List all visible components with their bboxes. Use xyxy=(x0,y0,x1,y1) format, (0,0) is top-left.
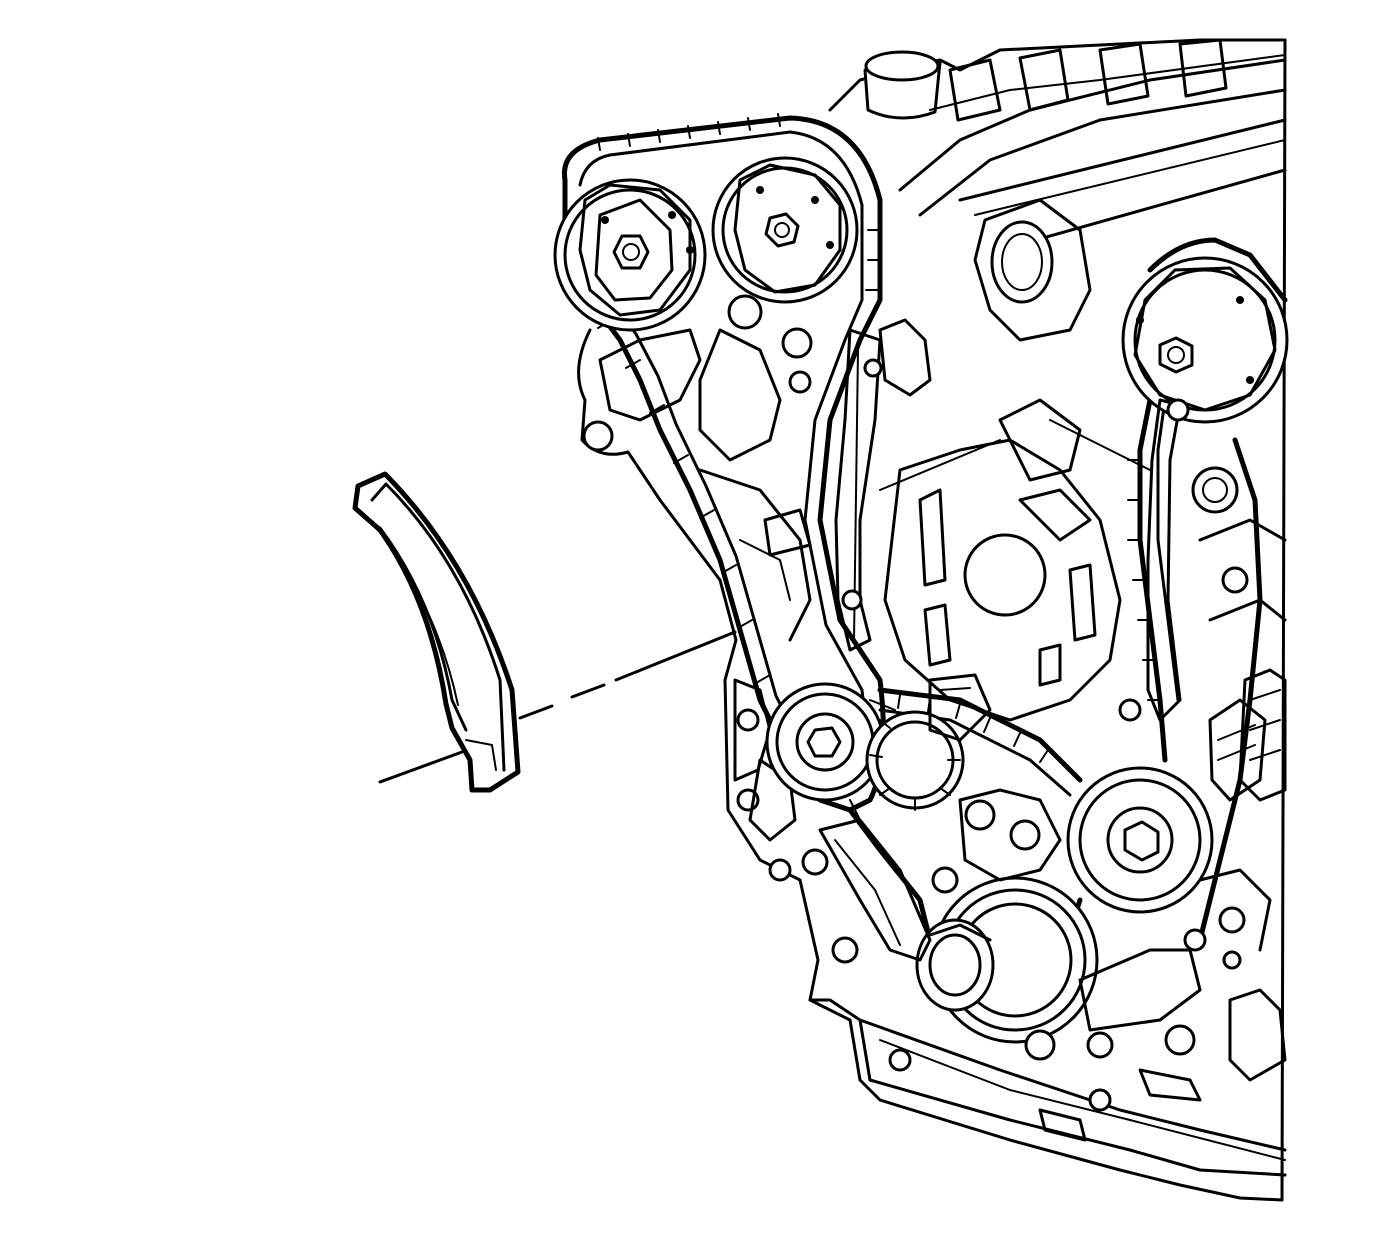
right-camshaft-sprocket xyxy=(1121,256,1289,424)
left-exhaust-camshaft-sprocket xyxy=(711,156,859,304)
timing-chain-guide xyxy=(352,471,521,793)
engine-block xyxy=(577,38,1287,1202)
left-idler-sprocket xyxy=(765,682,906,821)
right-timing-chain xyxy=(1127,237,1288,943)
left-chain-guide xyxy=(834,318,932,652)
right-idler-sprocket xyxy=(1066,766,1214,914)
left-intake-camshaft-sprocket xyxy=(553,178,707,332)
chain-tensioners xyxy=(801,398,1207,1061)
oil-pump xyxy=(1208,698,1267,802)
installation-leader-line xyxy=(378,630,737,784)
drive-gear xyxy=(865,710,965,811)
crankshaft-sprocket xyxy=(915,876,1099,1044)
